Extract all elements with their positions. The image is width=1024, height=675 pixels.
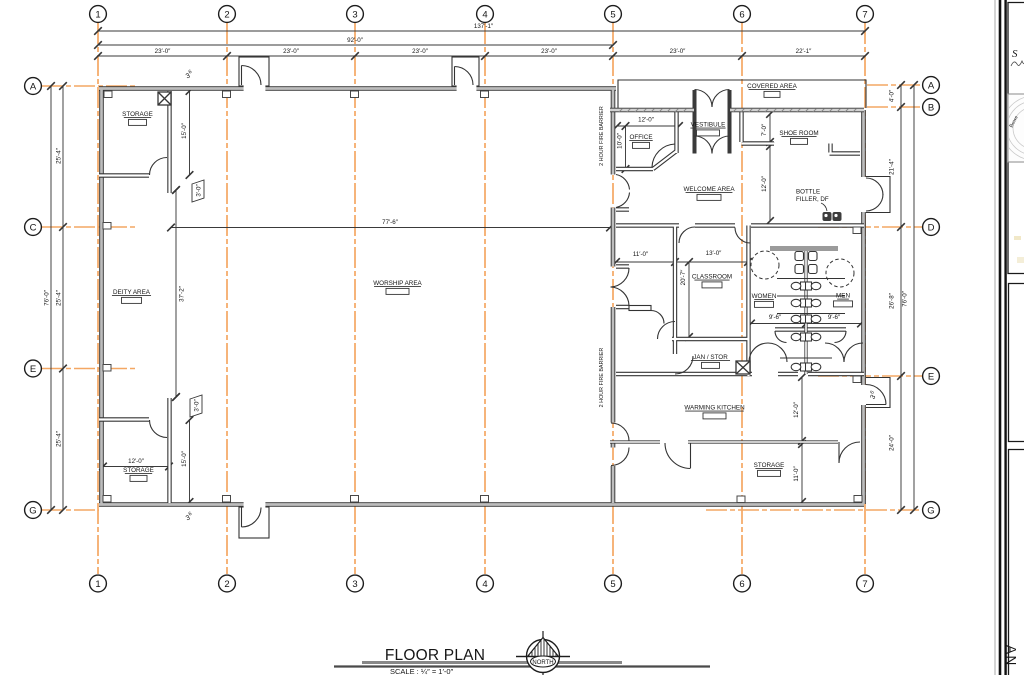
svg-text:37′-2″: 37′-2″ <box>179 285 186 302</box>
svg-text:WELCOME AREA: WELCOME AREA <box>683 186 735 193</box>
svg-text:76′-0″: 76′-0″ <box>902 290 909 307</box>
svg-text:25′-4″: 25′-4″ <box>56 430 63 447</box>
svg-text:2: 2 <box>224 579 229 590</box>
svg-text:11′-0″: 11′-0″ <box>633 251 649 258</box>
svg-text:STORAGE: STORAGE <box>122 111 153 118</box>
svg-text:C: C <box>30 222 37 233</box>
svg-text:OFFICE: OFFICE <box>629 134 652 141</box>
svg-text:4′-0″: 4′-0″ <box>889 89 896 102</box>
svg-text:S: S <box>1012 48 1018 60</box>
svg-text:E: E <box>928 371 934 382</box>
svg-text:A: A <box>928 80 935 91</box>
svg-text:VESTIBULE: VESTIBULE <box>691 122 726 129</box>
svg-text:D: D <box>928 222 935 233</box>
svg-text:2: 2 <box>224 9 229 20</box>
svg-text:76′-0″: 76′-0″ <box>44 289 51 306</box>
svg-text:12′-0″: 12′-0″ <box>638 117 655 124</box>
svg-text:25′-4″: 25′-4″ <box>56 289 63 306</box>
svg-text:23′-0″: 23′-0″ <box>541 48 558 55</box>
svg-text:7′-0″: 7′-0″ <box>761 123 768 136</box>
svg-text:4: 4 <box>482 9 487 20</box>
svg-text:7: 7 <box>862 9 867 20</box>
svg-text:23′-0″: 23′-0″ <box>155 48 172 55</box>
svg-text:B: B <box>928 102 934 113</box>
svg-text:WARMING KITCHEN: WARMING KITCHEN <box>684 405 745 412</box>
svg-text:11′-0″: 11′-0″ <box>793 466 800 482</box>
svg-text:A: A <box>30 81 37 92</box>
svg-text:5: 5 <box>610 9 615 20</box>
svg-text:92′-0″: 92′-0″ <box>347 37 364 44</box>
svg-text:G: G <box>927 505 934 516</box>
svg-text:3′-0″: 3′-0″ <box>194 399 201 412</box>
svg-text:12′-0″: 12′-0″ <box>793 401 800 418</box>
svg-text:3: 3 <box>352 9 357 20</box>
svg-text:6: 6 <box>188 511 193 518</box>
svg-text:WORSHIP AREA: WORSHIP AREA <box>373 280 422 287</box>
svg-text:WOMEN: WOMEN <box>752 293 777 300</box>
svg-text:15′-0″: 15′-0″ <box>181 122 188 139</box>
svg-text:2 HOUR FIRE BARRIER: 2 HOUR FIRE BARRIER <box>599 348 605 408</box>
svg-text:3: 3 <box>185 514 192 522</box>
svg-text:Bowe: Bowe <box>1008 114 1020 129</box>
svg-text:NORTH: NORTH <box>532 660 553 666</box>
svg-text:21′-4″: 21′-4″ <box>889 158 896 175</box>
svg-text:JAN / STOR: JAN / STOR <box>693 354 728 361</box>
svg-text:CLASSROOM: CLASSROOM <box>692 274 732 281</box>
svg-text:6: 6 <box>188 69 193 76</box>
svg-text:6: 6 <box>739 579 744 590</box>
svg-text:2 HOUR FIRE BARRIER: 2 HOUR FIRE BARRIER <box>599 106 605 166</box>
svg-text:4: 4 <box>482 579 487 590</box>
svg-text:3: 3 <box>185 72 192 80</box>
svg-text:23′-0″: 23′-0″ <box>412 48 429 55</box>
svg-text:SCALE : ¼″ = 1′-0″: SCALE : ¼″ = 1′-0″ <box>390 667 454 675</box>
svg-text:9′-6″: 9′-6″ <box>769 314 782 321</box>
svg-text:3: 3 <box>869 394 877 401</box>
svg-text:23′-0″: 23′-0″ <box>670 48 687 55</box>
svg-text:DEITY AREA: DEITY AREA <box>113 289 151 296</box>
svg-text:FLOOR PLAN: FLOOR PLAN <box>385 647 485 664</box>
svg-text:13′-0″: 13′-0″ <box>706 250 723 257</box>
svg-text:STORAGE: STORAGE <box>123 467 154 474</box>
svg-text:9′-6″: 9′-6″ <box>828 314 841 321</box>
svg-text:E: E <box>30 364 36 375</box>
svg-text:12′-0″: 12′-0″ <box>128 458 145 465</box>
svg-text:G: G <box>29 505 36 516</box>
svg-text:BOTTLE: BOTTLE <box>796 189 820 196</box>
svg-text:22′-1″: 22′-1″ <box>796 48 813 55</box>
svg-text:COVERED AREA: COVERED AREA <box>747 83 797 90</box>
svg-text:23′-0″: 23′-0″ <box>283 48 300 55</box>
svg-text:6: 6 <box>739 9 744 20</box>
svg-text:12′-0″: 12′-0″ <box>761 175 768 192</box>
svg-text:SHOE ROOM: SHOE ROOM <box>779 130 818 137</box>
svg-text:26′-8″: 26′-8″ <box>889 292 896 309</box>
svg-text:3: 3 <box>352 579 357 590</box>
svg-text:5: 5 <box>610 579 615 590</box>
svg-text:1: 1 <box>95 579 100 590</box>
svg-text:7: 7 <box>862 579 867 590</box>
svg-text:20′-7″: 20′-7″ <box>680 269 687 286</box>
svg-text:3′-0″: 3′-0″ <box>196 184 203 197</box>
svg-text:6: 6 <box>869 390 876 396</box>
svg-text:15′-0″: 15′-0″ <box>181 450 188 467</box>
svg-text:24′-0″: 24′-0″ <box>889 434 896 451</box>
svg-text:AN: AN <box>1004 645 1019 667</box>
svg-text:FILLER, DF: FILLER, DF <box>796 196 829 203</box>
svg-text:137′-1″: 137′-1″ <box>474 23 494 30</box>
svg-text:STORAGE: STORAGE <box>754 462 785 469</box>
svg-text:77′-6″: 77′-6″ <box>382 219 399 226</box>
svg-text:1: 1 <box>95 9 100 20</box>
svg-text:10′-0″: 10′-0″ <box>617 132 624 149</box>
svg-text:MEN: MEN <box>836 293 850 300</box>
svg-text:25′-4″: 25′-4″ <box>56 147 63 164</box>
